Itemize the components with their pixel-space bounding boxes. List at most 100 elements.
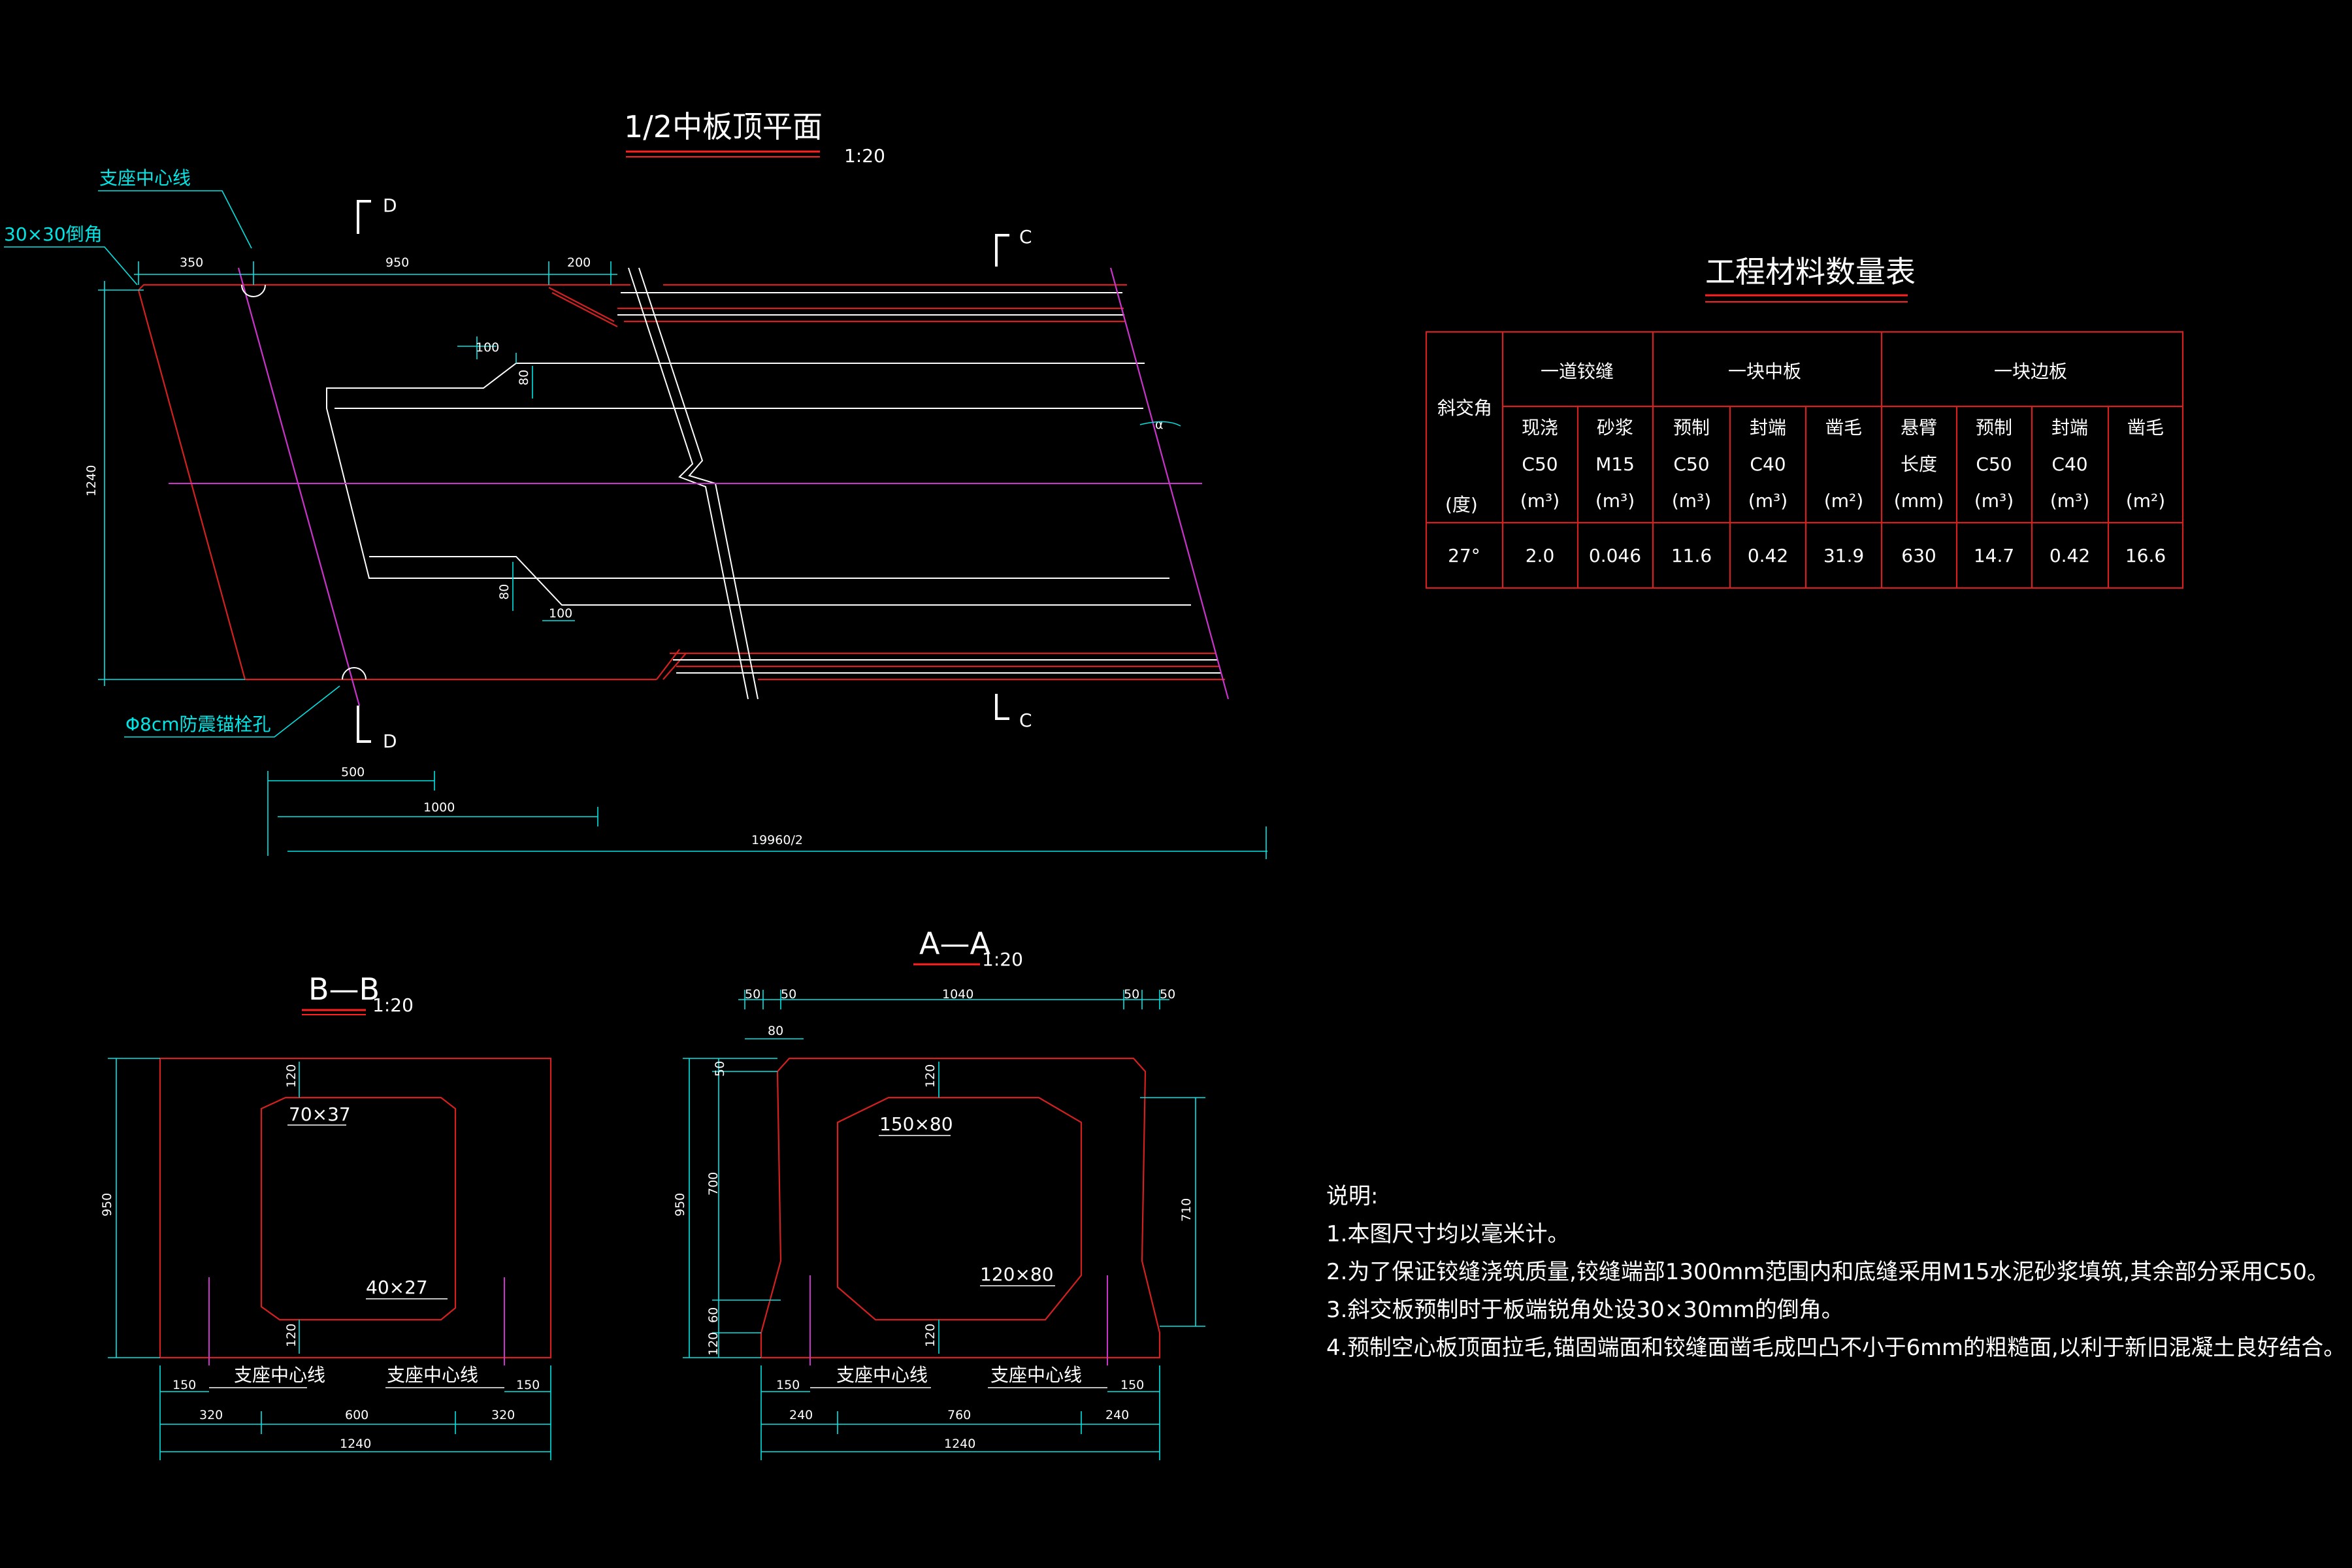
plan-anchor-hole-bottom xyxy=(342,667,367,680)
aa-title: A—A xyxy=(919,926,990,961)
bb-dim-120-bottom: 120 xyxy=(284,1324,299,1347)
aa-dim-120-top: 120 xyxy=(923,1064,938,1088)
bb-dim-150-right: 150 xyxy=(516,1378,540,1392)
bb-support-left: 支座中心线 xyxy=(234,1364,325,1386)
bb-dim-1240: 1240 xyxy=(340,1437,371,1451)
table-grid xyxy=(1425,331,2184,589)
aa-dim-60: 60 xyxy=(706,1307,721,1323)
material-table: 工程材料数量表 斜交角 (度) 一道铰缝 一块中板 一块边板 现浇C50(m³)… xyxy=(1425,254,2184,589)
aa-dim-50-c: 50 xyxy=(1124,987,1139,1002)
aa-chamfer-top: 150×80 xyxy=(879,1113,953,1135)
bb-dim-320-left: 320 xyxy=(199,1408,223,1422)
bb-dimension-lines xyxy=(108,1058,551,1460)
dim-950: 950 xyxy=(385,255,409,270)
aa-dim-80: 80 xyxy=(768,1024,783,1038)
table-column-header-8-line-0: 凿毛 xyxy=(2127,417,2164,438)
table-column-header-3-line-0: 封端 xyxy=(1750,417,1786,438)
section-marker-d xyxy=(357,200,371,743)
dim-80-bottom: 80 xyxy=(497,584,512,600)
section-c-bottom: C xyxy=(1019,710,1032,731)
bb-dim-150-left: 150 xyxy=(172,1378,196,1392)
plan-support-line xyxy=(237,267,361,706)
table-column-header-8-line-2: (m²) xyxy=(2126,490,2165,512)
bb-dim-320-right: 320 xyxy=(491,1408,515,1422)
bb-void xyxy=(260,1096,457,1321)
bb-chamfer-bottom: 40×27 xyxy=(366,1277,428,1298)
table-column-header-4-line-0: 凿毛 xyxy=(1825,417,1862,438)
notes-heading: 说明: xyxy=(1326,1183,1378,1209)
aa-dim-150-right: 150 xyxy=(1120,1378,1144,1392)
table-column-header-0-line-0: 现浇 xyxy=(1522,417,1558,438)
aa-scale: 1:20 xyxy=(982,949,1023,970)
table-cell-5: 31.9 xyxy=(1823,545,1864,566)
table-cell-6: 630 xyxy=(1901,545,1936,566)
table-column-header-3-line-1: C40 xyxy=(1750,453,1786,475)
table-column-header-0-line-1: C50 xyxy=(1522,453,1558,475)
aa-dim-50-a: 50 xyxy=(745,987,760,1002)
plan-title: 1/2中板顶平面 xyxy=(624,109,823,144)
table-column-header-2-line-1: C50 xyxy=(1673,453,1709,475)
aa-dim-50-d: 50 xyxy=(1160,987,1175,1002)
table-angle-header: 斜交角 xyxy=(1437,397,1492,419)
table-cell-0: 27° xyxy=(1448,545,1480,566)
aa-dim-240-left: 240 xyxy=(789,1408,813,1422)
plan-anchor-hole-label: Φ8cm防震锚栓孔 xyxy=(125,713,271,735)
table-column-header-5-line-0: 悬臂 xyxy=(1901,417,1937,438)
aa-support-right: 支座中心线 xyxy=(990,1364,1082,1386)
section-marker-c xyxy=(995,234,1009,720)
aa-outline xyxy=(760,1057,1161,1359)
table-cell-9: 16.6 xyxy=(2125,545,2166,566)
aa-dim-1240: 1240 xyxy=(944,1437,975,1451)
aa-void xyxy=(836,1096,1083,1321)
aa-dim-950: 950 xyxy=(673,1193,687,1217)
dim-100-top: 100 xyxy=(476,340,499,355)
table-column-header-6-line-1: C50 xyxy=(1976,453,2012,475)
bb-outline xyxy=(159,1057,552,1359)
table-column-header-3-line-2: (m³) xyxy=(1748,490,1788,512)
section-c-top: C xyxy=(1019,226,1032,248)
table-group-joint: 一道铰缝 xyxy=(1541,361,1614,382)
note-2: 2.为了保证铰缝浇筑质量,铰缝端部1300mm范围内和底缝采用M15水泥砂浆填筑… xyxy=(1326,1259,2329,1285)
plan-chamfer-label: 30×30倒角 xyxy=(4,223,103,245)
aa-dim-1040: 1040 xyxy=(942,987,973,1002)
dim-1240: 1240 xyxy=(84,465,99,497)
dim-350: 350 xyxy=(180,255,203,270)
section-aa: A—A 1:20 150×80 120×80 xyxy=(673,926,1205,1460)
note-3: 3.斜交板预制时于板端锐角处设30×30mm的倒角。 xyxy=(1326,1297,1844,1323)
section-d-top: D xyxy=(383,195,397,216)
plan-anchor-hole-top xyxy=(241,284,266,297)
aa-dim-120-side: 120 xyxy=(706,1332,721,1356)
table-column-header-2-line-2: (m³) xyxy=(1672,490,1711,512)
table-group-mid-slab: 一块中板 xyxy=(1728,361,1801,382)
dim-19960: 19960/2 xyxy=(751,833,803,847)
table-column-header-7-line-2: (m³) xyxy=(2050,490,2089,512)
dim-200: 200 xyxy=(567,255,591,270)
bb-chamfer-top: 70×37 xyxy=(289,1103,351,1125)
dim-500: 500 xyxy=(341,765,365,779)
table-cell-3: 11.6 xyxy=(1671,545,1712,566)
section-d-bottom: D xyxy=(383,730,397,752)
plan-view: 1/2中板顶平面 1:20 xyxy=(4,109,1267,859)
table-cell-7: 14.7 xyxy=(1974,545,2014,566)
table-column-headers: 现浇C50(m³)砂浆M15(m³)预制C50(m³)封端C40(m³)凿毛(m… xyxy=(1520,417,2165,512)
aa-dim-240-right: 240 xyxy=(1105,1408,1129,1422)
table-cell-4: 0.42 xyxy=(1748,545,1788,566)
note-1: 1.本图尺寸均以毫米计。 xyxy=(1326,1221,1569,1247)
bb-support-right: 支座中心线 xyxy=(387,1364,478,1386)
table-column-header-1-line-1: M15 xyxy=(1595,453,1635,475)
aa-dim-710: 710 xyxy=(1179,1198,1194,1222)
aa-dim-760: 760 xyxy=(947,1408,971,1422)
plan-white-lines xyxy=(326,292,1222,674)
aa-dim-150-left: 150 xyxy=(776,1378,800,1392)
plan-break-line xyxy=(628,267,759,700)
table-column-header-0-line-2: (m³) xyxy=(1520,490,1560,512)
dim-100-bottom: 100 xyxy=(549,606,572,621)
dim-80-top: 80 xyxy=(517,370,531,385)
table-column-header-6-line-0: 预制 xyxy=(1976,417,2012,438)
aa-dim-50-b: 50 xyxy=(781,987,796,1002)
aa-dim-700: 700 xyxy=(706,1172,721,1196)
table-column-header-1-line-2: (m³) xyxy=(1595,490,1635,512)
table-column-header-7-line-1: C40 xyxy=(2051,453,2087,475)
